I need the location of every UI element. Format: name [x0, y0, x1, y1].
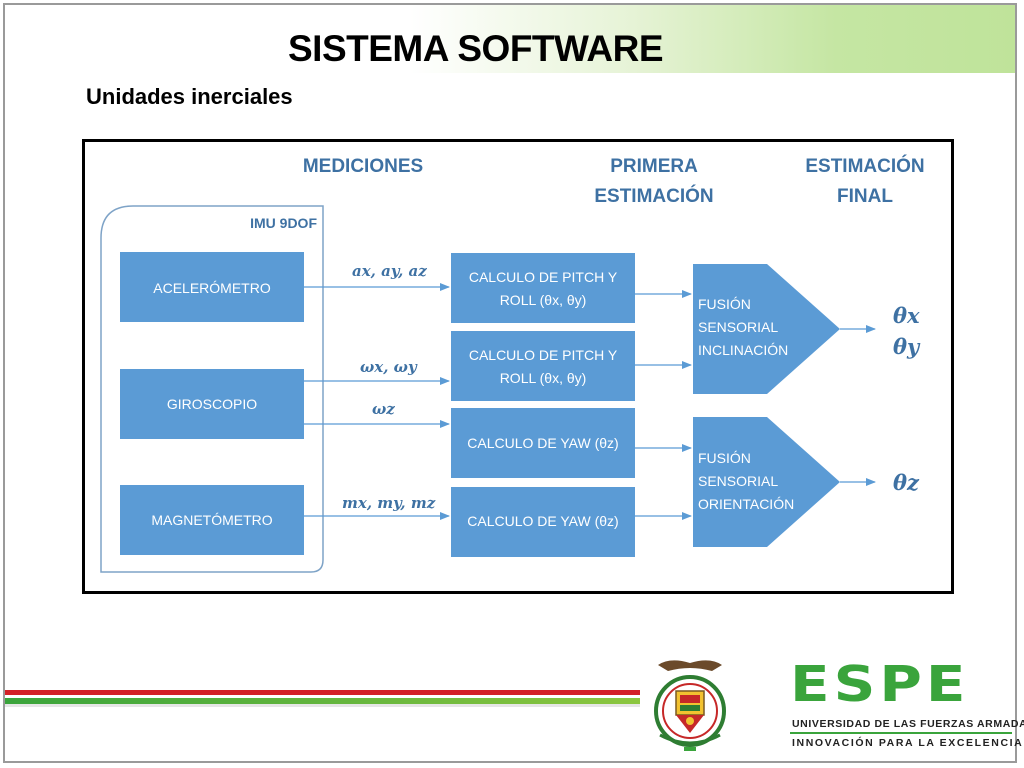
- slide-subtitle: Unidades inerciales: [86, 84, 293, 109]
- espe-motto: INNOVACIÓN PARA LA EXCELENCIA: [792, 737, 1024, 749]
- fusion-block-orientacion: FUSIÓN SENSORIAL ORIENTACIÓN: [693, 417, 840, 547]
- sensor-label: MAGNETÓMETRO: [151, 512, 272, 528]
- fusion-line3: ORIENTACIÓN: [698, 496, 794, 512]
- fusion-block-inclinacion: FUSIÓN SENSORIAL INCLINACIÓN: [693, 264, 840, 394]
- slide-title: SISTEMA SOFTWARE: [288, 28, 664, 69]
- espe-divider: [790, 732, 1012, 734]
- signal-label-mag: mx, my, mz: [342, 494, 436, 512]
- footer-stripe-green: [5, 698, 640, 704]
- imu-container: [100, 205, 324, 573]
- espe-university-name: UNIVERSIDAD DE LAS FUERZAS ARMADAS: [792, 718, 1024, 730]
- calc-block-yaw-mag: CALCULO DE YAW (θz): [451, 487, 635, 557]
- calc-block-yaw-gyro: CALCULO DE YAW (θz): [451, 408, 635, 478]
- calc-block-pitch-roll-accel: CALCULO DE PITCH Y ROLL (θx, θy): [451, 253, 635, 323]
- sensor-accelerometer: ACELERÓMETRO: [120, 252, 304, 322]
- signal-label-accel: ax, ay, az: [352, 262, 427, 280]
- output-theta-y: θy: [893, 334, 921, 359]
- fusion-line2: SENSORIAL: [698, 473, 778, 489]
- header-final-line1: ESTIMACIÓN: [805, 155, 924, 177]
- university-crest-icon: [640, 655, 740, 755]
- fusion-line2: SENSORIAL: [698, 319, 778, 335]
- fusion-line3: INCLINACIÓN: [698, 342, 788, 358]
- fusion-line1: FUSIÓN: [698, 450, 751, 466]
- header-primera-line1: PRIMERA: [610, 156, 698, 177]
- sensor-magnetometer: MAGNETÓMETRO: [120, 485, 304, 555]
- espe-logo-text: ESPE: [790, 655, 970, 713]
- output-theta-x: θx: [893, 303, 920, 328]
- calc-line1: CALCULO DE YAW (θz): [467, 513, 618, 529]
- fusion-line1: FUSIÓN: [698, 296, 751, 312]
- calc-block-pitch-roll-gyro: CALCULO DE PITCH Y ROLL (θx, θy): [451, 331, 635, 401]
- calc-line2: ROLL (θx, θy): [500, 370, 587, 386]
- footer-stripe-white: [5, 695, 640, 698]
- header-final-line2: FINAL: [837, 186, 893, 207]
- diagram-frame: MEDICIONES PRIMERA ESTIMACIÓN ESTIMACIÓN…: [82, 139, 954, 594]
- header-mediciones: MEDICIONES: [303, 156, 423, 177]
- imu-label: IMU 9DOF: [250, 215, 317, 231]
- calc-line1: CALCULO DE PITCH Y: [469, 347, 618, 363]
- sensor-label: ACELERÓMETRO: [153, 280, 271, 296]
- signal-label-gyro-z: ωz: [372, 400, 395, 418]
- footer-stripe-gray: [5, 704, 640, 707]
- calc-line1: CALCULO DE YAW (θz): [467, 435, 618, 451]
- output-theta-z: θz: [893, 470, 920, 495]
- sensor-label: GIROSCOPIO: [167, 396, 257, 412]
- imu-diagram: MEDICIONES PRIMERA ESTIMACIÓN ESTIMACIÓN…: [100, 155, 925, 573]
- calc-line2: ROLL (θx, θy): [500, 292, 587, 308]
- signal-label-gyro-xy: ωx, ωy: [360, 358, 418, 376]
- sensor-gyroscope: GIROSCOPIO: [120, 369, 304, 439]
- title-band: [5, 5, 1017, 73]
- footer-stripe-red: [5, 690, 640, 695]
- calc-line1: CALCULO DE PITCH Y: [469, 269, 618, 285]
- slide-frame: [3, 3, 1017, 763]
- header-primera-line2: ESTIMACIÓN: [594, 185, 713, 207]
